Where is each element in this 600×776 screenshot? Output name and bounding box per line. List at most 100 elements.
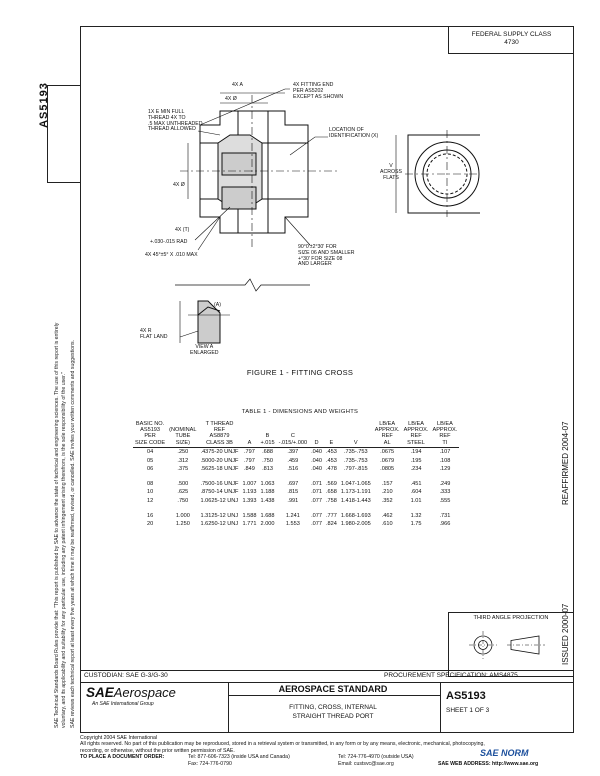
custodian-line-top — [80, 670, 574, 671]
projection-symbol-icon — [469, 631, 545, 659]
side-note-1: SAE Technical Standards Board Rules prov… — [54, 322, 60, 728]
table-header-cell: LB/EA APPROX. REF STEEL — [403, 421, 429, 446]
table-cell: 10 — [146, 489, 154, 496]
title-block-top — [80, 682, 574, 683]
label-angle: 90°0'±2°30' FOR SIZE 06 AND SMALLER +°30… — [298, 244, 355, 268]
table-cell: .735-.753 — [338, 446, 373, 457]
table-cell: .453 — [325, 457, 337, 464]
sae-norm-watermark: SAE NORM — [480, 748, 529, 758]
footer-fax: Fax: 724-776-0790 — [188, 760, 232, 767]
table-header-cell: LB/EA APPROX. REF AL — [374, 421, 400, 446]
table-cell: .610 — [381, 521, 393, 528]
table-cell: .0679 — [380, 457, 395, 464]
table-cell: .8750-14 UNJF — [200, 489, 239, 496]
table-cell: .157 — [381, 480, 393, 487]
table-cell: 1.047-1.065 — [340, 480, 371, 487]
table-header-cell: (NOMINAL TUBE SIZE) — [169, 427, 197, 446]
left-box-bottom — [47, 182, 80, 183]
standard-subtitle-2: STRAIGHT THREAD PORT — [292, 713, 374, 720]
left-column-divider — [80, 26, 81, 733]
document-number: AS5193 — [446, 690, 486, 702]
table-cell: .0675 — [372, 446, 402, 457]
label-fitting-end: 4X FITTING END PER AS5202 EXCEPT AS SHOW… — [293, 82, 344, 100]
table-cell: 1.588 — [242, 512, 257, 519]
table-cell: .5000-20 UNJF — [200, 457, 239, 464]
table-cell: 1.6250-12 UNJ — [200, 521, 239, 528]
label-chamfer: 4X 45°±5° X .010 MAX — [145, 252, 198, 258]
table-cell: 16 — [146, 512, 154, 519]
left-box-side — [47, 85, 48, 182]
footer-web: SAE WEB ADDRESS: http://www.sae.org — [438, 760, 539, 767]
table-cell: .352 — [381, 498, 393, 505]
table-cell: 1.01 — [410, 498, 422, 505]
table-cell: .453 — [323, 446, 339, 457]
side-note-3: SAE reviews each technical report at lea… — [70, 340, 76, 728]
table-cell: .688 — [258, 446, 277, 457]
footer-email: Email: custsvc@sae.org — [338, 760, 394, 767]
footer: Copyright 2004 SAE International All rig… — [80, 735, 590, 767]
table-cell: .107 — [430, 446, 460, 457]
footer-tel: Tel: 877-606-7323 (inside USA and Canada… — [188, 754, 290, 761]
table-cell: 1.393 — [242, 498, 257, 505]
table-cell: .991 — [287, 498, 299, 505]
table-cell: .250 — [167, 446, 199, 457]
table-cell: 20 — [146, 521, 154, 528]
reaffirmed-date: REAFFIRMED 2004-07 — [561, 421, 570, 505]
table-header-cell: LB/EA APPROX. REF TI — [432, 421, 458, 446]
fitting-cross-drawing — [175, 88, 480, 344]
table-cell: .451 — [410, 480, 422, 487]
table-cell: .0805 — [380, 466, 395, 473]
table-cell: 1.188 — [260, 489, 275, 496]
table-cell: 1.241 — [285, 512, 300, 519]
table-cell: .108 — [439, 457, 451, 464]
table-cell: 1.250 — [175, 521, 190, 528]
table-cell: .040 — [309, 446, 324, 457]
table-cell: .040 — [311, 457, 322, 464]
table-title: TABLE 1 - DIMENSIONS AND WEIGHTS — [241, 409, 359, 415]
table-cell: 1.32 — [410, 512, 422, 519]
footer-copyright: Copyright 2004 SAE International — [80, 735, 157, 741]
left-box-top — [47, 85, 80, 86]
table-cell: .071 — [311, 489, 322, 496]
table-cell: .625 — [177, 489, 189, 496]
table-header-cell: T THREAD REF AS8879 CLASS 3B — [205, 421, 234, 446]
label-across-flats: V ACROSS FLATS — [380, 163, 402, 181]
label-location: LOCATION OF IDENTIFICATION (X) — [329, 127, 379, 139]
table-row: 05.312.5000-20 UNJF.797.750.459.040.453.… — [133, 456, 459, 465]
table-cell: .750 — [262, 457, 273, 464]
table-header-cell: C -.015/+.000 — [278, 433, 308, 446]
table-cell: .797-.815 — [343, 466, 368, 473]
table-cell: .7500-16 UNJF — [200, 480, 239, 487]
table-cell: .462 — [381, 512, 393, 519]
table-cell: 1.193 — [242, 489, 257, 496]
table-cell: 1.553 — [285, 521, 300, 528]
table-cell: 1.980-2.005 — [340, 521, 371, 528]
table-cell: .249 — [439, 480, 451, 487]
table-header-cell: V — [353, 439, 358, 446]
table-cell: .397 — [276, 446, 310, 457]
dimensions-table: BASIC NO. AS5193 PER SIZE CODE(NOMINAL T… — [133, 421, 460, 529]
table-header-cell: BASIC NO. AS5193 PER SIZE CODE — [135, 421, 166, 446]
table-cell: .210 — [381, 489, 393, 496]
table-cell: .040 — [311, 466, 322, 473]
label-thread: 1X E MIN FULL THREAD 4X TO .5 MAX UNTHRE… — [148, 109, 203, 133]
table-row: 06.375.5625-18 UNJF.849.813.516.040.478.… — [133, 465, 459, 474]
table-header-cell: B +.015 — [260, 433, 275, 446]
sheet-number: SHEET 1 OF 3 — [446, 707, 490, 714]
table-cell: .071 — [311, 480, 322, 487]
label-4x-a: 4X A — [232, 82, 243, 88]
table-cell: .312 — [177, 457, 189, 464]
table-cell: 1.063 — [260, 480, 275, 487]
table-cell: .966 — [439, 521, 451, 528]
table-cell: 06 — [146, 466, 154, 473]
table-cell: .697 — [287, 480, 299, 487]
figure-title: FIGURE 1 - FITTING CROSS — [246, 368, 354, 377]
table-cell: .569 — [325, 480, 337, 487]
table-cell: .758 — [325, 498, 337, 505]
table-row: 04.250.4375-20 UNJF.797.688.397.040.453.… — [133, 446, 460, 457]
table-cell: .333 — [439, 489, 451, 496]
table-cell: 12 — [146, 498, 154, 505]
doc-number-vertical: AS5193 — [38, 82, 50, 128]
custodian: CUSTODIAN: SAE G-3/G-30 — [84, 672, 168, 679]
